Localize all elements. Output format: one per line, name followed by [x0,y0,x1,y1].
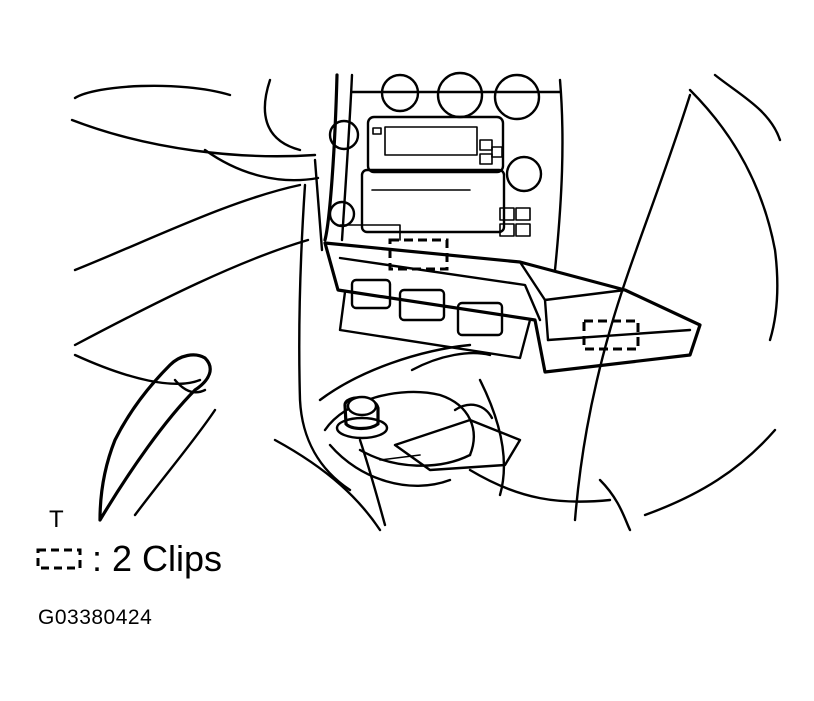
clip-markers [388,238,640,351]
switch-bezel [323,241,702,374]
parking-brake-lever [73,353,217,522]
legend-label: : 2 Clips [92,538,223,579]
clip-marker-upper [388,238,449,271]
view-letter: T [49,506,64,533]
center-panel [323,71,564,272]
figure-code: G03380424 [38,606,153,629]
right-trim [573,93,777,522]
left-trim [73,158,352,492]
dashed-rectangle-clip-icon [36,548,82,570]
console-floor [273,343,632,532]
dashboard-outline [70,73,782,342]
legend: : 2 Clips [36,537,222,581]
